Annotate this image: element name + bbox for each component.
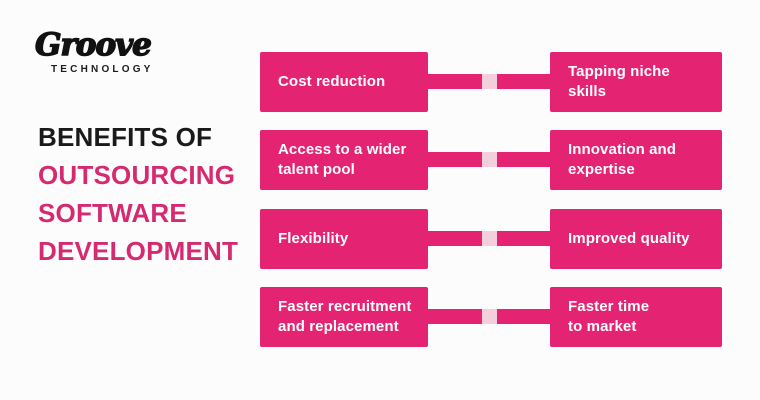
connector-segment — [482, 152, 497, 167]
page-title: BENEFITS OF OUTSOURCING SOFTWARE DEVELOP… — [38, 118, 258, 270]
groove-technology-logo: Groove TECHNOLOGY — [34, 27, 165, 75]
connector-bar — [428, 231, 550, 246]
benefit-box-faster-recruitment: Faster recruitment and replacement — [260, 287, 428, 347]
benefit-label: Tapping niche skills — [568, 63, 670, 100]
title-line-outsourcing: OUTSOURCING — [38, 160, 236, 190]
title-line-software: SOFTWARE — [38, 198, 187, 228]
title-line-benefits-of: BENEFITS OF — [38, 122, 213, 152]
benefit-label: Flexibility — [278, 230, 349, 247]
benefit-label: Faster time to market — [568, 298, 650, 335]
title-line-development: DEVELOPMENT — [38, 236, 239, 266]
connector-bar — [428, 74, 550, 89]
benefit-box-tapping-niche-skills: Tapping niche skills — [550, 52, 722, 112]
connector-segment — [482, 74, 497, 89]
benefit-label: Faster recruitment and replacement — [278, 298, 412, 335]
benefit-label: Improved quality — [568, 230, 690, 247]
benefit-box-improved-quality: Improved quality — [550, 209, 722, 269]
benefit-label: Access to a wider talent pool — [278, 141, 407, 178]
connector-segment — [482, 309, 497, 324]
connector-segment — [482, 231, 497, 246]
connector-bar — [428, 152, 550, 167]
benefit-box-faster-time-to-market: Faster time to market — [550, 287, 722, 347]
benefit-label: Innovation and expertise — [568, 141, 677, 178]
benefit-box-innovation-expertise: Innovation and expertise — [550, 130, 722, 190]
logo-subtitle-text: TECHNOLOGY — [51, 64, 154, 75]
connector-bar — [428, 309, 550, 324]
benefit-box-cost-reduction: Cost reduction — [260, 52, 428, 112]
benefit-box-flexibility: Flexibility — [260, 209, 428, 269]
logo-brand-text: Groove — [34, 27, 152, 63]
benefit-label: Cost reduction — [278, 73, 386, 90]
benefit-box-wider-talent-pool: Access to a wider talent pool — [260, 130, 428, 190]
